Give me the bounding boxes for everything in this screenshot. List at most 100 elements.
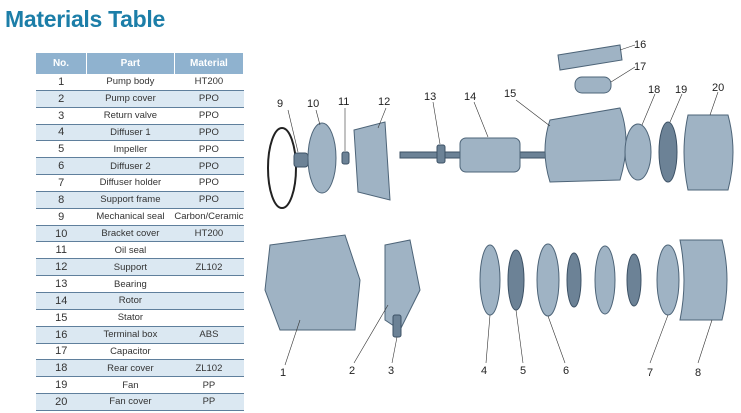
cell-part: Rotor xyxy=(86,292,175,310)
support-part xyxy=(353,121,391,201)
callout-16: 16 xyxy=(634,39,646,51)
diffuser-part-3 xyxy=(594,245,616,315)
callout-4: 4 xyxy=(481,365,487,377)
cell-material xyxy=(174,292,244,310)
cell-material xyxy=(174,241,244,260)
cell-part: Oil seal xyxy=(86,241,175,260)
cell-material: ABS xyxy=(174,326,244,344)
cell-material: ZL102 xyxy=(174,359,244,378)
cell-part: Support frame xyxy=(86,191,175,209)
cell-no: 15 xyxy=(36,309,87,327)
impeller-part-2 xyxy=(566,252,582,308)
callout-5: 5 xyxy=(520,365,526,377)
cell-part: Rear cover xyxy=(86,359,175,378)
diffuser-2-part xyxy=(536,243,560,317)
cell-material xyxy=(174,309,244,327)
bracket-cover-part xyxy=(307,122,337,194)
cell-part: Mechanical seal xyxy=(86,208,175,226)
cell-part: Impeller xyxy=(86,140,175,159)
fan-cover-part xyxy=(683,114,734,191)
cell-no: 14 xyxy=(36,292,87,310)
cell-material: PPO xyxy=(174,157,244,176)
cell-part: Pump body xyxy=(86,74,175,91)
cell-material: PPO xyxy=(174,140,244,159)
cell-material: HT200 xyxy=(174,74,244,91)
cell-material: PPO xyxy=(174,191,244,209)
cell-part: Support xyxy=(86,258,175,277)
callout-1: 1 xyxy=(280,367,286,379)
exploded-pump-diagram: 1 2 3 4 5 6 7 8 9 10 11 12 13 14 15 16 1… xyxy=(264,39,734,379)
cell-material: PP xyxy=(174,376,244,395)
callout-15: 15 xyxy=(504,88,516,100)
header-part: Part xyxy=(86,53,175,74)
cell-no: 1 xyxy=(36,74,87,91)
cell-no: 2 xyxy=(36,90,87,108)
cell-material: PPO xyxy=(174,174,244,192)
impeller-part-3 xyxy=(626,253,642,307)
mechanical-seal-part xyxy=(293,152,309,168)
terminal-box-part xyxy=(557,44,623,71)
callout-18: 18 xyxy=(648,84,660,96)
cell-material: ZL102 xyxy=(174,258,244,277)
callout-13: 13 xyxy=(424,91,436,103)
diffuser-holder-part xyxy=(656,244,680,316)
return-valve-part xyxy=(392,314,402,338)
cell-part: Fan cover xyxy=(86,393,175,411)
cell-no: 11 xyxy=(36,241,87,260)
cell-part: Diffuser 2 xyxy=(86,157,175,176)
pump-body-part xyxy=(264,234,361,331)
stator-part xyxy=(544,107,627,183)
cell-no: 19 xyxy=(36,376,87,395)
cell-no: 18 xyxy=(36,359,87,378)
cell-part: Diffuser holder xyxy=(86,174,175,192)
fan-part xyxy=(658,121,678,183)
impeller-part xyxy=(507,249,525,311)
cell-no: 12 xyxy=(36,258,87,277)
cell-part: Capacitor xyxy=(86,343,175,361)
cell-part: Bearing xyxy=(86,275,175,293)
cell-part: Return valve xyxy=(86,107,175,125)
cell-part: Terminal box xyxy=(86,326,175,344)
callout-17: 17 xyxy=(634,61,646,73)
o-ring xyxy=(267,127,297,209)
cell-no: 4 xyxy=(36,124,87,142)
header-no: No. xyxy=(36,53,87,74)
cell-no: 17 xyxy=(36,343,87,361)
callout-2: 2 xyxy=(349,365,355,377)
callout-14: 14 xyxy=(464,91,476,103)
callout-10: 10 xyxy=(307,98,319,110)
cell-material: Carbon/Ceramic xyxy=(174,208,244,226)
oil-seal-part xyxy=(341,151,350,165)
callout-9: 9 xyxy=(277,98,283,110)
cell-part: Bracket cover xyxy=(86,225,175,243)
cell-material xyxy=(174,275,244,293)
callout-20: 20 xyxy=(712,82,724,94)
pump-cover-part xyxy=(384,239,421,331)
cell-no: 20 xyxy=(36,393,87,411)
callout-8: 8 xyxy=(695,367,701,379)
cell-part: Fan xyxy=(86,376,175,395)
cell-no: 9 xyxy=(36,208,87,226)
cell-part: Stator xyxy=(86,309,175,327)
cell-material: HT200 xyxy=(174,225,244,243)
header-material: Material xyxy=(174,53,245,74)
cell-no: 3 xyxy=(36,107,87,125)
capacitor-part xyxy=(574,76,612,94)
cell-no: 13 xyxy=(36,275,87,293)
